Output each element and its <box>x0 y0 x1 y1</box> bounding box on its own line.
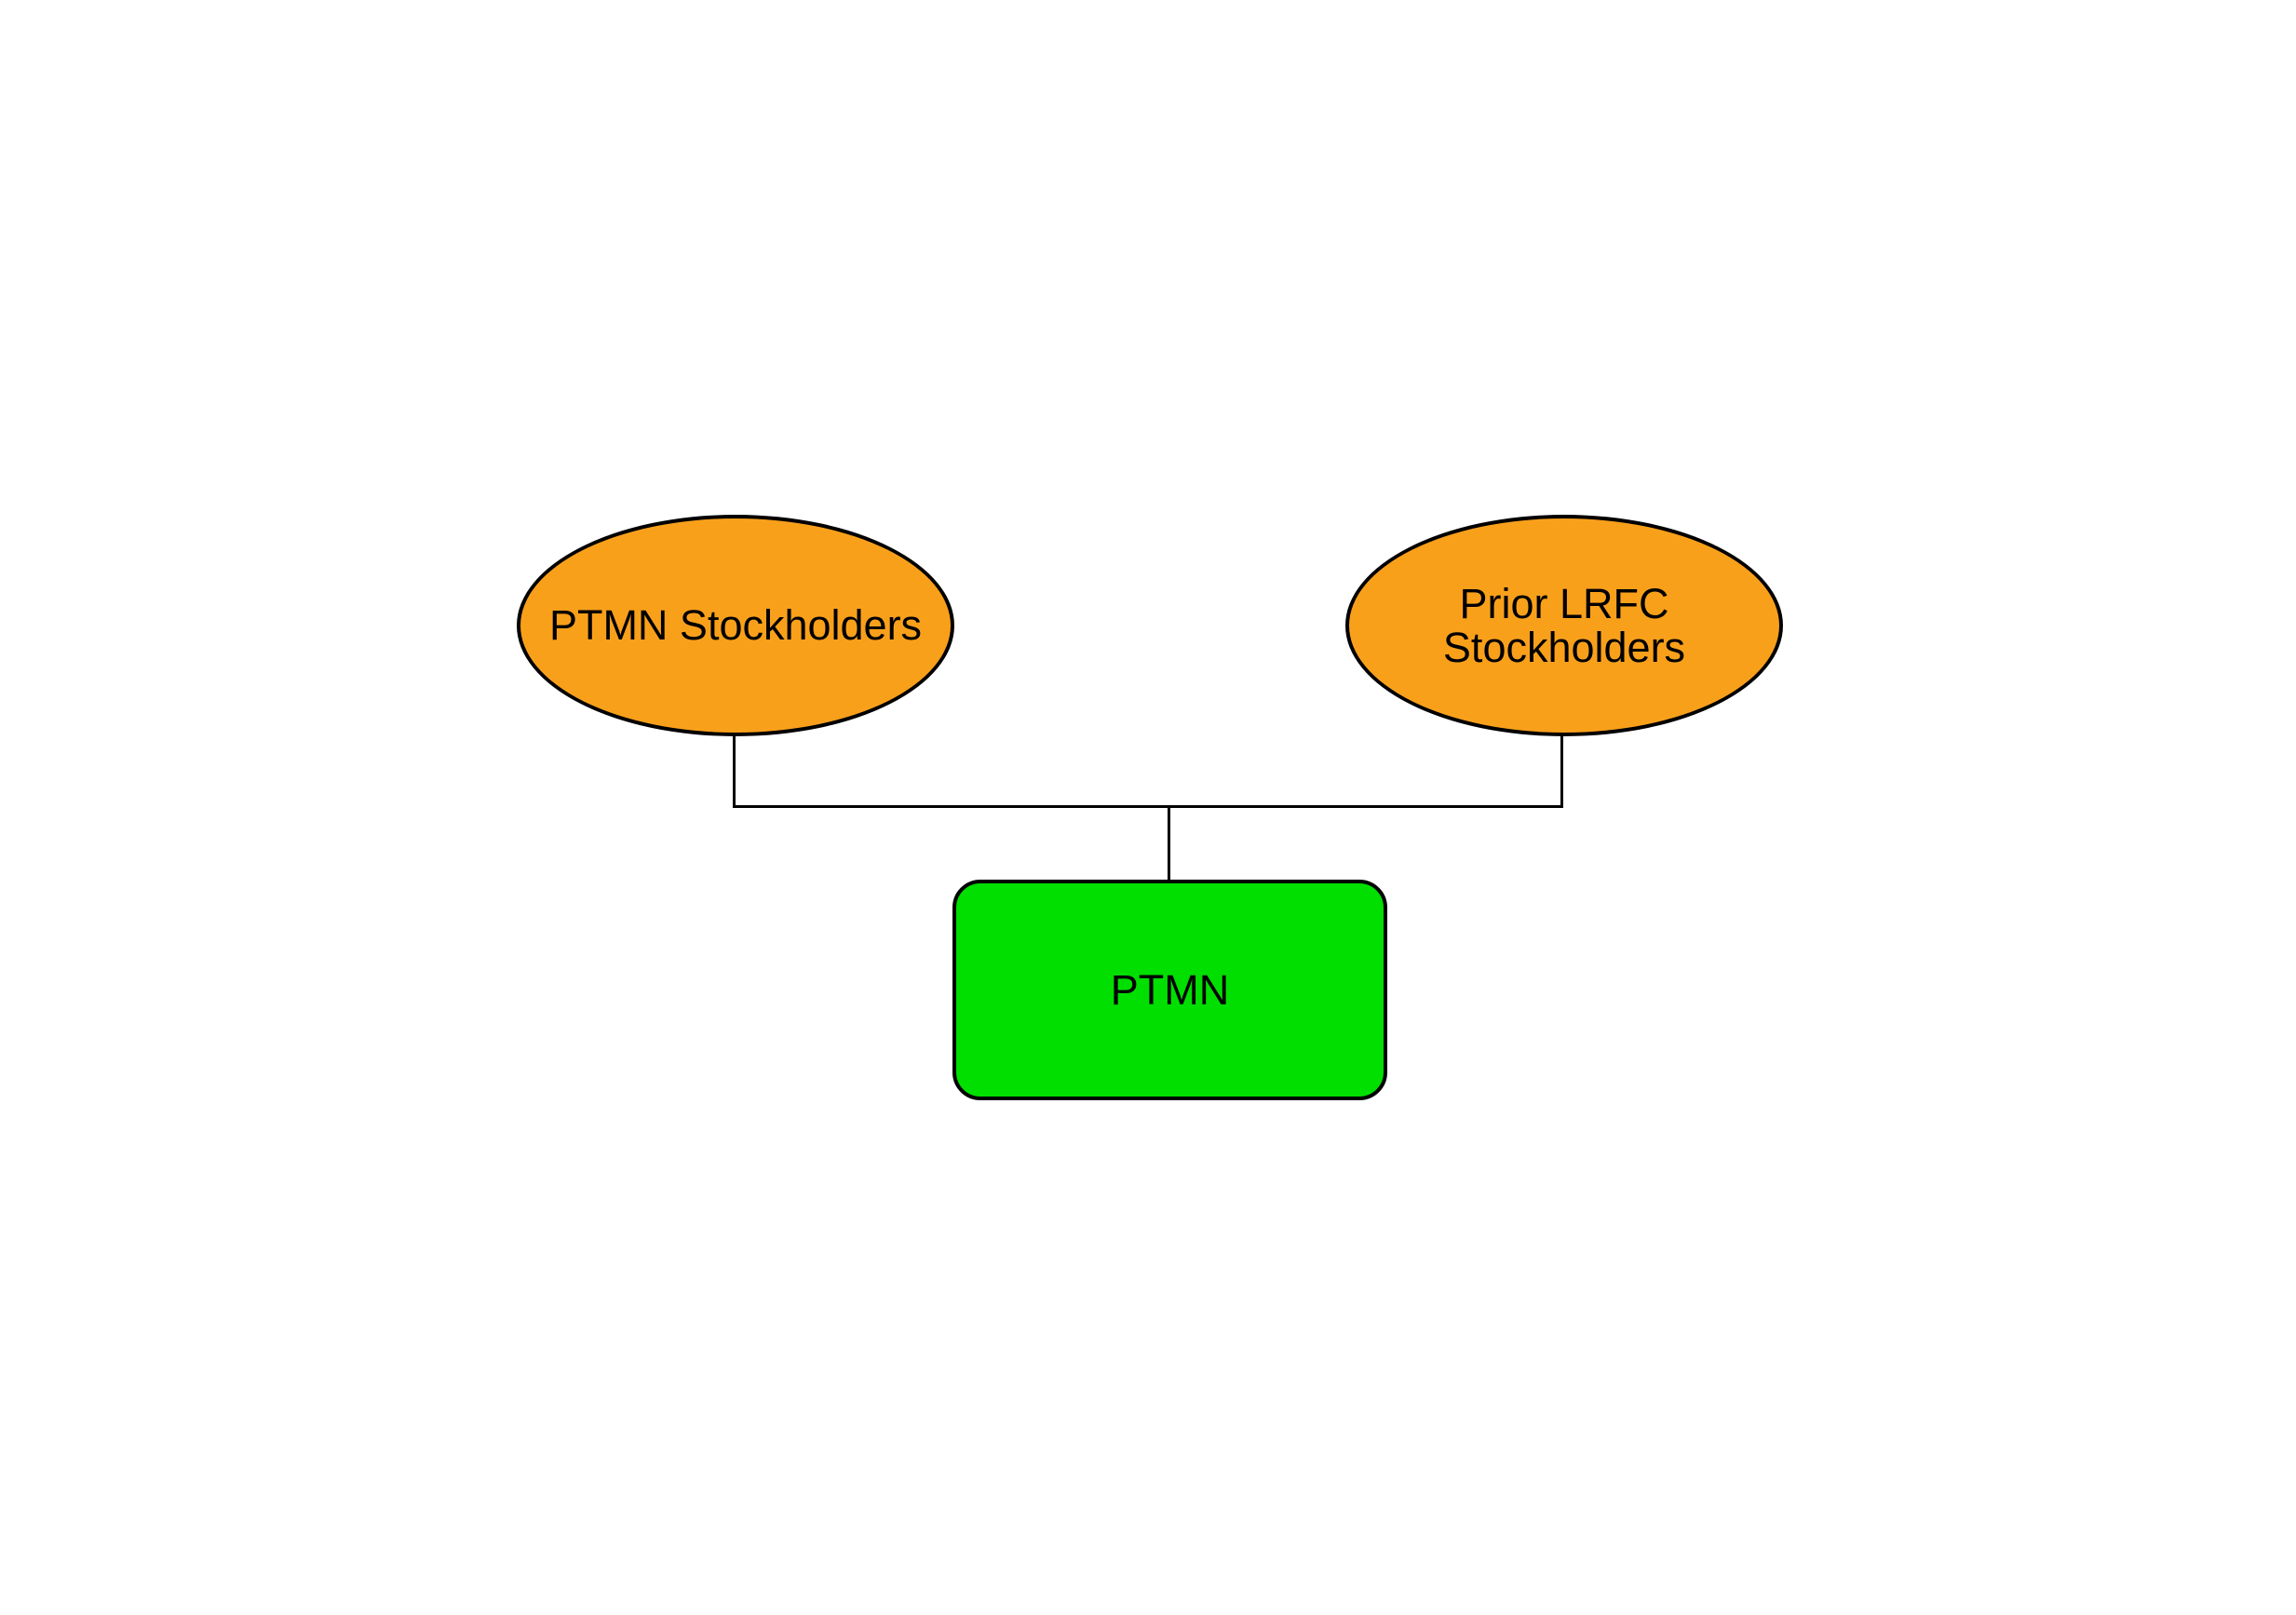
node-ptmn-stockholders-label: PTMN Stockholders <box>548 601 923 650</box>
node-prior-lrfc-stockholders-label: Prior LRFC Stockholders <box>1442 579 1686 671</box>
connector-prior-lrfc-stockholders-drop <box>1560 734 1563 808</box>
connector-ptmn-stockholders-drop <box>733 734 736 808</box>
connector-horizontal-bar <box>733 805 1563 808</box>
node-ptmn-label: PTMN <box>1110 965 1230 1014</box>
node-prior-lrfc-stockholders: Prior LRFC Stockholders <box>1345 515 1783 736</box>
node-ptmn: PTMN <box>952 880 1387 1100</box>
connector-ptmn-drop <box>1168 808 1170 882</box>
node-ptmn-stockholders: PTMN Stockholders <box>517 515 954 736</box>
